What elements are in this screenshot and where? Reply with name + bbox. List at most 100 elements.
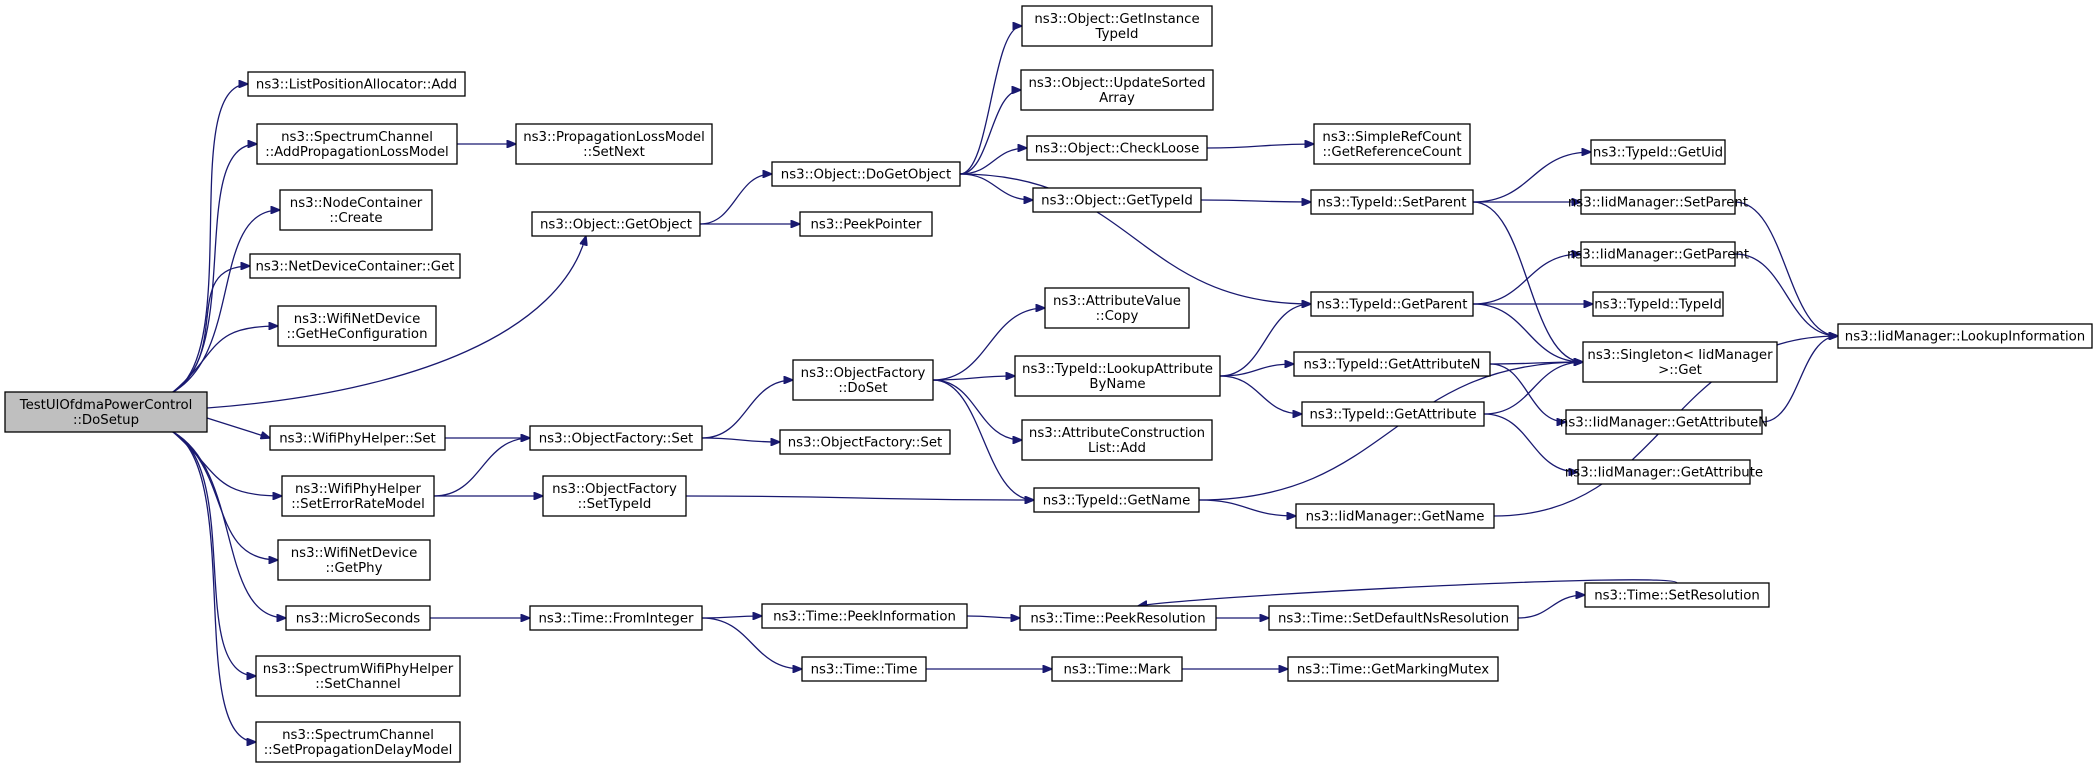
node-lpa-add[interactable]: ns3::ListPositionAllocator::Add: [247, 71, 466, 97]
node-time-setres[interactable]: ns3::Time::SetResolution: [1584, 582, 1770, 608]
edge: [701, 616, 762, 618]
node-wnd-getphy[interactable]: ns3::WifiNetDevice::GetPhy: [277, 539, 431, 581]
edge: [172, 326, 278, 393]
node-tid-getattr[interactable]: ns3::TypeId::GetAttribute: [1301, 401, 1485, 427]
node-iid-lookupinfo[interactable]: ns3::IidManager::LookupInformation: [1837, 323, 2093, 349]
node-obj-gettypeid[interactable]: ns3::Object::GetTypeId: [1032, 187, 1202, 213]
node-time-time[interactable]: ns3::Time::Time: [801, 656, 927, 682]
node-tid-getuid[interactable]: ns3::TypeId::GetUid: [1590, 139, 1726, 165]
node-of-set[interactable]: ns3::ObjectFactory::Set: [529, 425, 703, 451]
node-box: [1313, 123, 1471, 165]
node-label: ns3::TypeId::TypeId: [1594, 298, 1722, 313]
node-obj-getobject[interactable]: ns3::Object::GetObject: [531, 211, 701, 237]
node-label: ::GetHeConfiguration: [286, 327, 427, 342]
edge-root-to-ndc-get: [172, 266, 250, 393]
node-box: [1310, 189, 1474, 215]
node-of-settypeid[interactable]: ns3::ObjectFactory::SetTypeId: [542, 475, 687, 517]
node-label: ns3::Time::Mark: [1063, 663, 1170, 678]
node-iid-getparent[interactable]: ns3::IidManager::GetParent: [1567, 241, 1749, 267]
node-sc-addplm[interactable]: ns3::SpectrumChannel::AddPropagationLoss…: [256, 123, 458, 165]
node-time-getmarkingmutex[interactable]: ns3::Time::GetMarkingMutex: [1287, 656, 1499, 682]
edge-tid-lookupattr-to-tid-getattr: [1219, 375, 1302, 414]
node-obj-checkloose[interactable]: ns3::Object::CheckLoose: [1026, 135, 1208, 161]
node-label: ns3::PropagationLossModel: [523, 130, 705, 145]
node-attrval-copy[interactable]: ns3::AttributeValue::Copy: [1044, 287, 1190, 329]
node-of-set2[interactable]: ns3::ObjectFactory::Set: [779, 429, 951, 455]
node-box: [801, 656, 927, 682]
node-label: ns3::ListPositionAllocator::Add: [256, 78, 457, 93]
edge: [1472, 254, 1581, 305]
node-tid-typeid[interactable]: ns3::TypeId::TypeId: [1592, 291, 1724, 317]
node-plm-setnext[interactable]: ns3::PropagationLossModel::SetNext: [515, 123, 713, 165]
edge-of-set-to-of-doset: [701, 380, 793, 439]
edge-time-frominteger-to-time-time: [701, 617, 802, 669]
node-tid-getattrn[interactable]: ns3::TypeId::GetAttributeN: [1293, 351, 1491, 377]
edge: [1734, 201, 1838, 336]
edge: [206, 236, 586, 409]
node-tid-getparent[interactable]: ns3::TypeId::GetParent: [1310, 291, 1474, 317]
node-label: ns3::ObjectFactory::Set: [788, 436, 942, 451]
node-tid-getname[interactable]: ns3::TypeId::GetName: [1033, 487, 1200, 513]
node-sc-setpdm[interactable]: ns3::SpectrumChannel::SetPropagationDela…: [255, 721, 461, 763]
edge-tid-lookupattr-to-tid-getparent: [1219, 304, 1311, 377]
edge-tid-getname-to-iid-getname: [1198, 499, 1296, 516]
node-time-peekinfo[interactable]: ns3::Time::PeekInformation: [761, 603, 968, 629]
node-time-setdefaultns[interactable]: ns3::Time::SetDefaultNsResolution: [1268, 605, 1519, 631]
node-label: ::SetTypeId: [578, 497, 652, 512]
node-srf-getrefcount[interactable]: ns3::SimpleRefCount::GetReferenceCount: [1313, 123, 1471, 165]
node-iid-getattr[interactable]: ns3::IidManager::GetAttribute: [1565, 459, 1763, 485]
node-label: ns3::ObjectFactory::Set: [539, 432, 693, 447]
node-time-peekres[interactable]: ns3::Time::PeekResolution: [1019, 605, 1217, 631]
node-label: ::DoSet: [838, 381, 887, 396]
edge-iid-getparent-to-iid-lookupinfo: [1734, 253, 1838, 336]
node-microseconds[interactable]: ns3::MicroSeconds: [285, 605, 431, 631]
edge-root-to-wph-set: [206, 417, 270, 438]
node-ndc-get[interactable]: ns3::NetDeviceContainer::Get: [249, 253, 461, 279]
node-peekpointer[interactable]: ns3::PeekPointer: [799, 211, 933, 237]
node-time-mark[interactable]: ns3::Time::Mark: [1051, 656, 1183, 682]
node-tid-setparent[interactable]: ns3::TypeId::SetParent: [1310, 189, 1474, 215]
node-time-frominteger[interactable]: ns3::Time::FromInteger: [529, 605, 703, 631]
edge-tid-getattr-to-iid-getattr: [1483, 413, 1578, 472]
node-box: [249, 253, 461, 279]
node-iid-getattrn[interactable]: ns3::IidManager::GetAttributeN: [1560, 409, 1768, 435]
node-label: ns3::IidManager::GetParent: [1567, 248, 1749, 263]
node-obj-dogetobject[interactable]: ns3::Object::DoGetObject: [771, 161, 961, 187]
node-label: ns3::ObjectFactory: [801, 366, 926, 381]
node-swph-setchannel[interactable]: ns3::SpectrumWifiPhyHelper::SetChannel: [255, 655, 461, 697]
node-label: ns3::Time::FromInteger: [538, 612, 694, 627]
node-box: [1590, 139, 1726, 165]
node-label: ns3::WifiNetDevice: [291, 546, 418, 561]
node-singleton-get[interactable]: ns3::Singleton< IidManager >::Get: [1582, 341, 1778, 383]
node-wph-seterm[interactable]: ns3::WifiPhyHelper::SetErrorRateModel: [281, 475, 435, 517]
node-nc-create[interactable]: ns3::NodeContainer::Create: [279, 189, 433, 231]
edge: [172, 210, 280, 393]
edge: [172, 431, 256, 676]
edge-time-setres-to-time-peekres: [1138, 579, 1678, 606]
node-wnd-gethe[interactable]: ns3::WifiNetDevice::GetHeConfiguration: [277, 305, 437, 347]
edge-root-to-swph-setchannel: [172, 431, 256, 676]
node-label: ::GetReferenceCount: [1322, 145, 1461, 160]
edge: [1483, 362, 1583, 415]
node-of-doset[interactable]: ns3::ObjectFactory::DoSet: [792, 359, 934, 401]
edge-of-set-to-of-set2: [701, 437, 780, 442]
edge: [932, 379, 1034, 500]
node-label: ns3::TypeId::GetUid: [1593, 146, 1723, 161]
edge: [1200, 200, 1311, 202]
node-box: [799, 211, 933, 237]
node-wph-set[interactable]: ns3::WifiPhyHelper::Set: [269, 425, 446, 451]
node-label: ns3::TypeId::LookupAttribute: [1022, 362, 1213, 377]
edge: [932, 308, 1045, 381]
node-box: [1577, 459, 1751, 485]
node-iid-setparent[interactable]: ns3::IidManager::SetParent: [1568, 189, 1748, 215]
node-label: ns3::TypeId::GetName: [1043, 494, 1191, 509]
node-box: [1021, 5, 1213, 47]
node-label: ns3::IidManager::GetAttribute: [1565, 466, 1763, 481]
edge-tid-getparent-to-singleton-get: [1472, 303, 1583, 362]
node-root[interactable]: TestUlOfdmaPowerControl::DoSetup: [4, 391, 208, 433]
node-iid-getname[interactable]: ns3::IidManager::GetName: [1295, 503, 1495, 529]
